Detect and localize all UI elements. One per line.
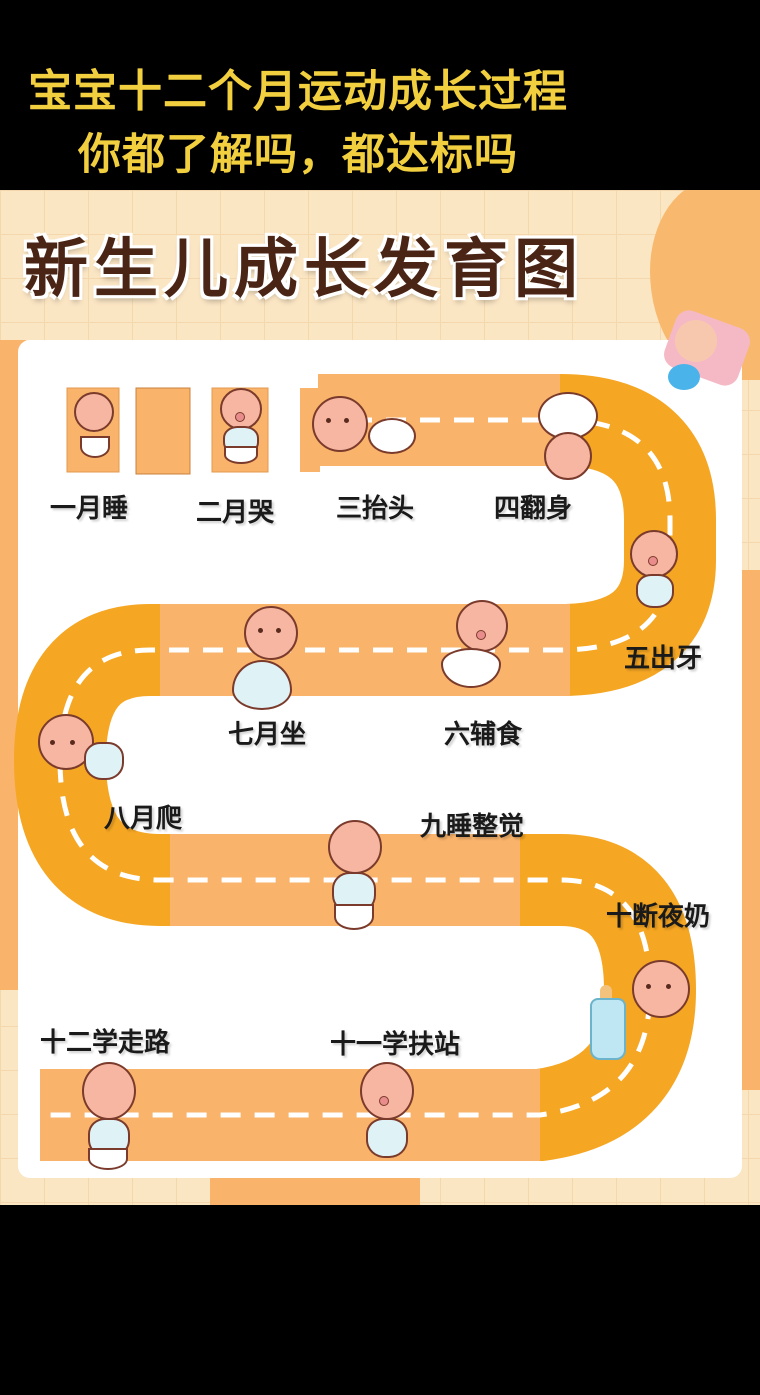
rolling-over-baby-icon bbox=[514, 392, 622, 482]
headline-line-1: 宝宝十二个月运动成长过程 bbox=[28, 66, 568, 117]
teething-baby-icon bbox=[620, 528, 684, 620]
sitting-baby-icon bbox=[226, 604, 306, 704]
milestone-label-2: 二月哭 bbox=[196, 498, 275, 528]
decor-tab-bottom bbox=[210, 1175, 420, 1205]
bowl-icon bbox=[441, 648, 501, 688]
sleeping-baby-on-pillow-icon bbox=[675, 320, 717, 362]
milestone-label-12: 十二学走路 bbox=[40, 1028, 171, 1058]
header-band: 宝宝十二个月运动成长过程 你都了解吗，都达标吗 bbox=[0, 0, 760, 190]
lifting-head-baby-icon bbox=[312, 392, 422, 472]
baby-with-bowl-icon bbox=[444, 598, 514, 694]
poster-title: 新生儿成长发育图 bbox=[24, 233, 584, 307]
milestone-label-11: 十一学扶站 bbox=[330, 1030, 461, 1060]
milestone-label-3: 三抬头 bbox=[336, 494, 415, 524]
bottle-nipple-icon bbox=[600, 985, 612, 1001]
sleeping-baby-icon bbox=[70, 388, 120, 472]
crying-baby-icon bbox=[208, 386, 268, 474]
blue-diaper-icon bbox=[668, 364, 700, 390]
standing-baby-icon bbox=[346, 1062, 426, 1180]
milestone-label-8: 八月爬 bbox=[104, 804, 183, 834]
walking-baby-icon bbox=[66, 1062, 150, 1180]
headline-line-2: 你都了解吗，都达标吗 bbox=[78, 130, 518, 180]
milestone-label-6: 六辅食 bbox=[444, 720, 523, 750]
milestone-label-7: 七月坐 bbox=[228, 720, 307, 750]
baby-bottle-icon bbox=[590, 998, 626, 1060]
milestone-label-5: 五出牙 bbox=[624, 644, 703, 674]
milestone-label-10: 十断夜奶 bbox=[606, 902, 711, 932]
sleeping-through-night-baby-icon bbox=[316, 816, 392, 950]
baby-with-bottle-icon bbox=[626, 958, 692, 1066]
crawling-baby-icon bbox=[36, 712, 132, 802]
milestone-label-9: 九睡整觉 bbox=[420, 812, 525, 842]
milestone-label-4: 四翻身 bbox=[494, 494, 573, 524]
bottom-black-band bbox=[0, 1205, 760, 1395]
heart-pillow-icon bbox=[232, 660, 292, 710]
milestone-label-1: 一月睡 bbox=[50, 494, 129, 524]
